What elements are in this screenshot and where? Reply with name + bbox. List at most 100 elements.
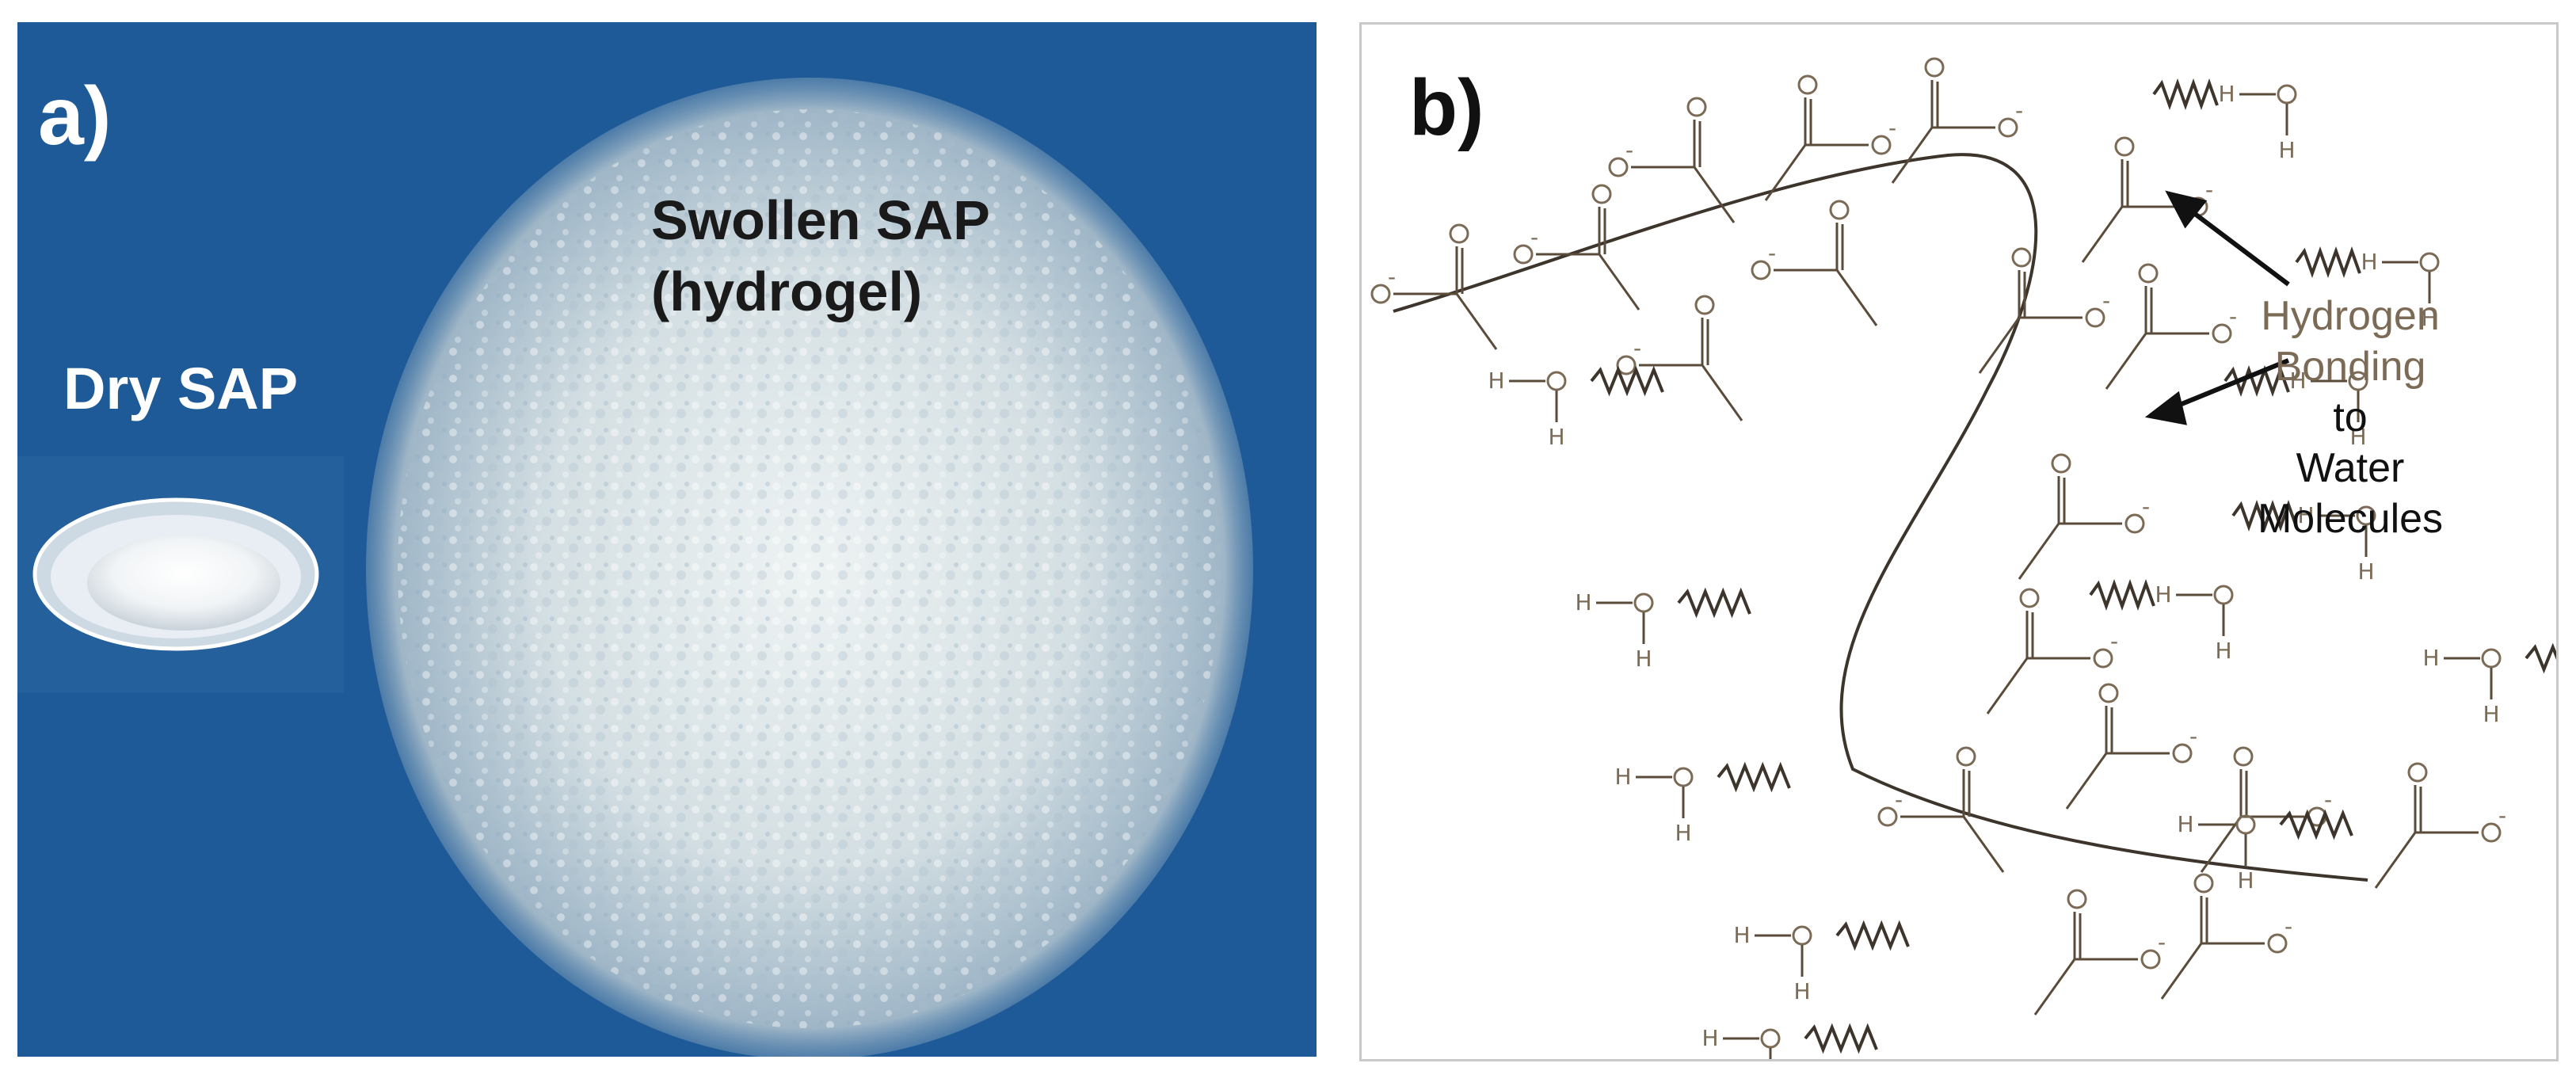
carboxylate-group: -	[1797, 74, 1896, 155]
dry-sap-label: Dry SAP	[63, 356, 299, 421]
hydrogen-atom: H	[2289, 368, 2306, 394]
carboxylate-groups: ------------------	[1370, 57, 2506, 970]
side-chain-line	[2033, 958, 2076, 1016]
oxygen-atom	[1449, 223, 1469, 244]
water-molecule: HH	[2218, 81, 2297, 163]
oxygen-atom	[1686, 97, 1707, 117]
oxygen-atom	[2067, 889, 2087, 909]
oxygen-atom	[1871, 135, 1892, 155]
charge-sign: -	[2498, 802, 2506, 829]
callout-arrowhead-lower	[2144, 391, 2187, 425]
charge-sign: -	[1888, 115, 1896, 141]
callout-line-4: Water	[2296, 445, 2405, 491]
hydrogen-bond-spring	[1804, 1023, 1878, 1054]
charge-sign: -	[1625, 137, 1633, 163]
hydrogen-atom: H	[1548, 424, 1564, 450]
callout-arrow-upper	[2184, 204, 2290, 287]
water-molecule: HH	[1614, 764, 1694, 846]
water-molecule: HH	[1733, 922, 1812, 1004]
oxygen-atom	[2138, 263, 2159, 284]
oxygen-atom	[2093, 648, 2113, 669]
charge-sign: -	[2142, 493, 2150, 520]
hydrogen-atom: H	[2422, 645, 2439, 671]
callout-arrowhead-upper	[2165, 190, 2208, 229]
hydrogen-atom: H	[2297, 502, 2314, 528]
carboxylate-group: -	[2098, 683, 2197, 764]
side-chain-line	[1986, 657, 2029, 714]
oxygen-atom	[2098, 683, 2119, 703]
hydrogen-atom: H	[1635, 646, 1652, 672]
hydrogen-atom: H	[2421, 305, 2437, 331]
oxygen-atom	[2233, 746, 2254, 767]
water-molecule: HH	[2177, 811, 2256, 894]
hydrogen-atom: H	[2177, 811, 2193, 837]
oxygen-atom	[1998, 117, 2018, 138]
oxygen-atom	[1751, 260, 1771, 280]
hydrogen-atom: H	[2361, 249, 2377, 275]
side-chain-line	[1693, 166, 1736, 223]
charge-sign: -	[2284, 913, 2292, 939]
carboxylate-group: -	[1513, 184, 1612, 265]
swollen-sap-label: Swollen SAP	[651, 189, 990, 251]
side-chains	[1455, 127, 2417, 1016]
hydrogen-bond-spring	[1590, 365, 1664, 397]
side-chain-line	[1978, 317, 2021, 374]
carboxylate-group: -	[2067, 889, 2166, 970]
hydrogen-atom: H	[1701, 1025, 1718, 1051]
oxygen-atom	[2235, 814, 2256, 835]
charge-sign: -	[2102, 288, 2110, 314]
oxygen-atom	[2124, 513, 2145, 534]
callout-arrows	[2144, 190, 2290, 425]
hydrogen-atom: H	[1575, 589, 1591, 615]
charge-sign: -	[1895, 787, 1903, 813]
oxygen-atom	[2114, 136, 2135, 157]
side-chain-line	[2065, 753, 2108, 810]
hydrogen-atom: H	[1614, 764, 1631, 790]
oxygen-atom	[1513, 244, 1534, 265]
hydrogen-bond-spring	[1717, 761, 1791, 793]
charge-sign: -	[2189, 723, 2197, 749]
polymer-backbones	[1393, 153, 2368, 882]
hydrogen-atom: H	[1793, 978, 1810, 1004]
side-chain-line	[2160, 943, 2203, 1000]
side-chain-line	[2374, 832, 2417, 889]
carboxylate-group: -	[1370, 223, 1469, 304]
oxygen-atom	[1616, 355, 1637, 375]
carboxylate-group: -	[2233, 746, 2332, 827]
hydrogen-bond-spring	[2224, 365, 2290, 397]
oxygen-atom	[2356, 505, 2376, 526]
water-molecule: HH	[1575, 589, 1654, 672]
polymer-backbone-upper	[1393, 153, 2368, 882]
charge-sign: -	[1530, 224, 1538, 250]
oxygen-atom	[2481, 822, 2502, 843]
water-molecule: HH	[1488, 368, 1567, 450]
oxygen-atom	[1546, 371, 1567, 391]
side-chain-line	[1962, 816, 2005, 873]
water-molecules: HHHHHHHHHHHHHHHHHHHHHHHH	[1488, 78, 2556, 1059]
water-molecule: HH	[2155, 581, 2234, 664]
hydrogen-atom: H	[2357, 558, 2374, 585]
charge-sign: -	[2015, 97, 2023, 124]
water-molecule: HH	[2361, 249, 2440, 331]
oxygen-atom	[2140, 949, 2161, 970]
water-molecule: HH	[2289, 368, 2368, 450]
carboxylate-group: -	[2019, 588, 2118, 669]
charge-sign: -	[2229, 303, 2237, 330]
oxygen-atom	[1829, 200, 1850, 220]
hydrogen-bond-spring	[2089, 579, 2155, 611]
hydrogen-bond-spring	[1835, 920, 1910, 951]
charge-sign: -	[2205, 177, 2213, 203]
hydrogen-bond-spring	[2295, 246, 2361, 278]
hydrogen-bond-spring	[1677, 587, 1751, 619]
side-chain-line	[1835, 269, 1878, 326]
oxygen-atom	[2348, 371, 2368, 391]
oxygen-atom	[1633, 593, 1654, 613]
callout-line-2: Bonding	[2274, 344, 2426, 390]
oxygen-atom	[2085, 307, 2105, 328]
hydrogen-atom: H	[2237, 867, 2254, 894]
oxygen-atom	[1956, 746, 1976, 767]
oxygen-atom	[2481, 648, 2502, 669]
dry-powder	[87, 535, 280, 631]
oxygen-atom	[2172, 743, 2193, 764]
oxygen-atom	[1760, 1028, 1781, 1049]
